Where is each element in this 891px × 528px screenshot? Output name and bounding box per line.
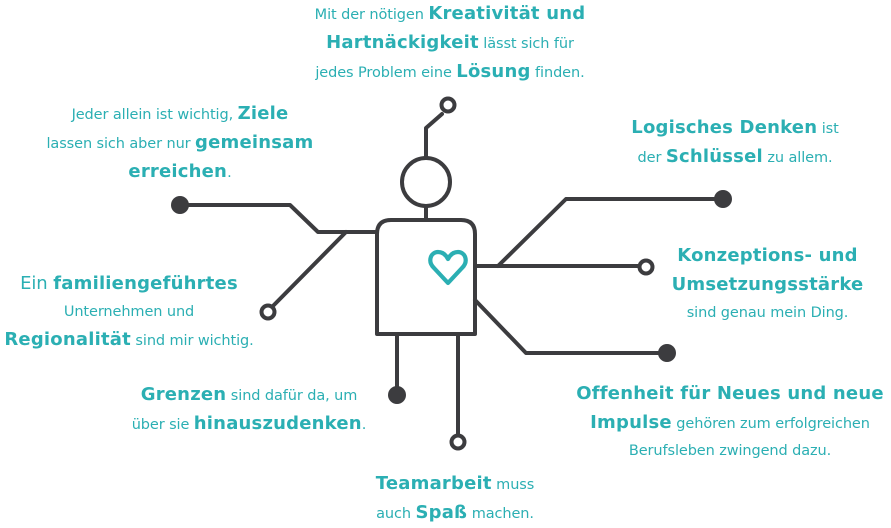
caption-offenheit: Offenheit für Neues und neue Impulse geh… (576, 383, 884, 459)
caption-ziele: Jeder allein ist wichtig, Ziele lassen s… (46, 103, 314, 182)
node-antenna (439, 96, 457, 114)
connector-ziele (180, 203, 379, 234)
caption-familie: Ein familiengeführtes Unternehmen und Re… (4, 273, 254, 350)
caption-teamarbeit: Teamarbeit muss auch Spaß machen. (375, 473, 535, 523)
heart-icon (428, 249, 468, 286)
connector-logisch (496, 197, 722, 268)
node-familie (259, 303, 277, 321)
connector-familie (268, 230, 348, 311)
node-offenheit (658, 344, 676, 362)
caption-logisch: Logisches Denken ist der Schlüssel zu al… (631, 117, 839, 167)
robot-body (375, 218, 477, 336)
node-ziele (171, 196, 189, 214)
node-grenzen (388, 386, 406, 404)
caption-konzeption: Konzeptions- und Umsetzungsstärke sind g… (671, 245, 864, 321)
connector-offenheit (473, 298, 666, 355)
node-teamarbeit (449, 433, 467, 451)
antenna-line (424, 112, 444, 160)
node-konzeption (637, 258, 655, 276)
robot-head (400, 156, 452, 208)
caption-grenzen: Grenzen sind dafür da, um über sie hinau… (131, 384, 367, 434)
caption-kreativitaet: Mit der nötigen Kreativität und Hartnäck… (314, 3, 586, 82)
node-logisch (714, 190, 732, 208)
